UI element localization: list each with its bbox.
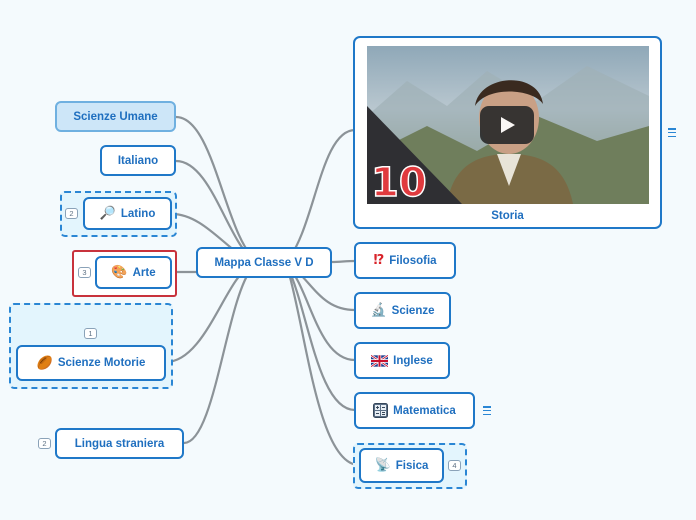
topic-label: Arte [132, 266, 156, 279]
topic-label: Filosofia [389, 254, 437, 267]
link-lingua-straniera [182, 266, 254, 445]
uk-flag-icon [371, 354, 389, 367]
magnifier-icon: 🔎 [99, 206, 116, 221]
video-thumbnail[interactable]: 10 [367, 46, 649, 204]
topic-label: Scienze Motorie [57, 357, 146, 369]
topic-label: Latino [120, 207, 156, 220]
children-count-badge[interactable]: 2 [38, 438, 51, 449]
topic-storia[interactable]: 10 Storia [353, 36, 662, 229]
topic-inglese[interactable]: Inglese [354, 342, 450, 379]
microscope-icon: 🔬 [370, 303, 387, 318]
play-button[interactable] [480, 106, 534, 144]
topic-label: Storia [491, 210, 524, 222]
central-topic[interactable]: Mappa Classe V D [196, 247, 332, 278]
palette-icon: 🎨 [111, 265, 128, 280]
topic-label: Scienze Umane [73, 110, 158, 123]
topic-label: Matematica [393, 404, 456, 417]
link-scienze-umane [174, 115, 260, 264]
topic-italiano[interactable]: Italiano [100, 145, 176, 176]
notes-icon[interactable] [483, 406, 491, 415]
calculator-icon [373, 403, 389, 418]
satellite-dish-icon: 📡 [374, 458, 391, 473]
thumbnail-number-badge: 10 [371, 160, 427, 204]
topic-label: Lingua straniera [74, 437, 165, 450]
topic-scienze-motorie[interactable]: 🏉 Scienze Motorie [16, 345, 166, 381]
topic-latino[interactable]: 🔎 Latino [83, 197, 172, 230]
children-count-badge[interactable]: 4 [448, 460, 461, 471]
notes-icon[interactable] [668, 128, 676, 137]
children-count-badge[interactable]: 3 [78, 267, 91, 278]
topic-fisica[interactable]: 📡 Fisica [359, 448, 444, 483]
central-topic-label: Mappa Classe V D [214, 256, 314, 269]
football-icon: 🏉 [36, 355, 53, 371]
link-matematica [286, 266, 357, 412]
topic-scienze[interactable]: 🔬 Scienze [354, 292, 451, 329]
topic-label: Fisica [395, 459, 429, 472]
topic-label: Italiano [117, 154, 159, 167]
topic-filosofia[interactable]: ⁉ Filosofia [354, 242, 456, 279]
topic-lingua-straniera[interactable]: Lingua straniera [55, 428, 184, 459]
topic-matematica[interactable]: Matematica [354, 392, 475, 429]
link-scienze-motorie [164, 264, 252, 364]
topic-label: Inglese [393, 354, 433, 367]
children-count-badge[interactable]: 2 [65, 208, 78, 219]
link-filosofia [330, 259, 357, 264]
link-storia [284, 128, 357, 264]
children-count-badge[interactable]: 1 [84, 328, 97, 339]
link-fisica [286, 268, 361, 467]
topic-label: Scienze [391, 304, 435, 317]
exclamation-question-icon: ⁉ [373, 253, 385, 268]
topic-scienze-umane[interactable]: Scienze Umane [55, 101, 176, 132]
topic-arte[interactable]: 🎨 Arte [95, 256, 172, 289]
